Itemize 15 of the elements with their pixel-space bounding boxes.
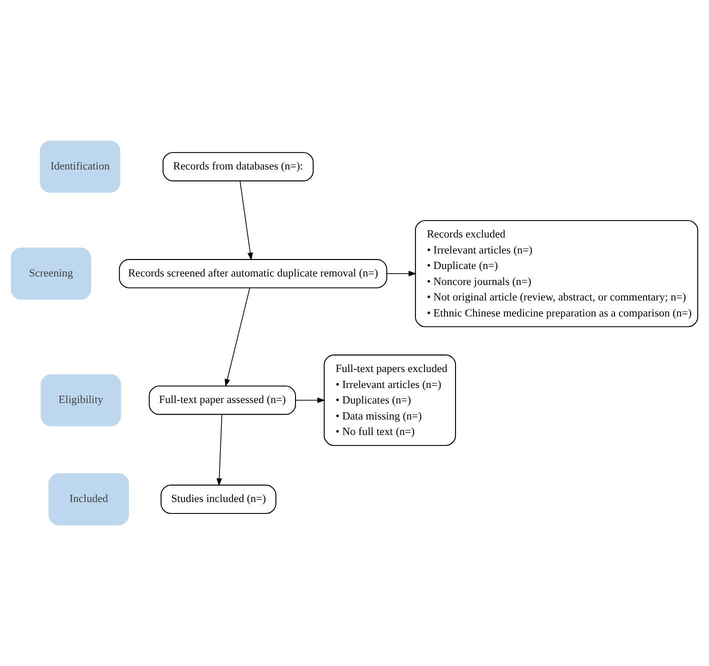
arrow (216, 414, 222, 486)
node-box: Eligibility (40, 374, 122, 426)
arrow (240, 180, 253, 261)
node-box: Identification (40, 140, 120, 193)
node-box: Records screened after automatic duplicate removal (n=) (118, 259, 388, 288)
node-box: Records excluded • Irrelevant articles (n=) • Duplicate (n=) • Noncore journals (n=) • Not original article (review, abstract, or commentary; n=) • Ethnic Chinese medicine preparation as a comparison (n=) (414, 220, 698, 328)
node-box: Screening (10, 248, 92, 300)
node-box: Records from databases (n=): (162, 152, 314, 182)
arrow (224, 287, 250, 387)
node-box: Included (48, 473, 129, 526)
arrow (295, 397, 326, 403)
arrow (386, 270, 416, 276)
node-box: Full-text papers excluded • Irrelevant articles (n=) • Duplicates (n=) • Data missing (n=) • No full text (n=) (324, 354, 456, 446)
node-box: Full-text paper assessed (n=) (148, 386, 296, 415)
node-box: Studies included (n=) (160, 484, 276, 514)
